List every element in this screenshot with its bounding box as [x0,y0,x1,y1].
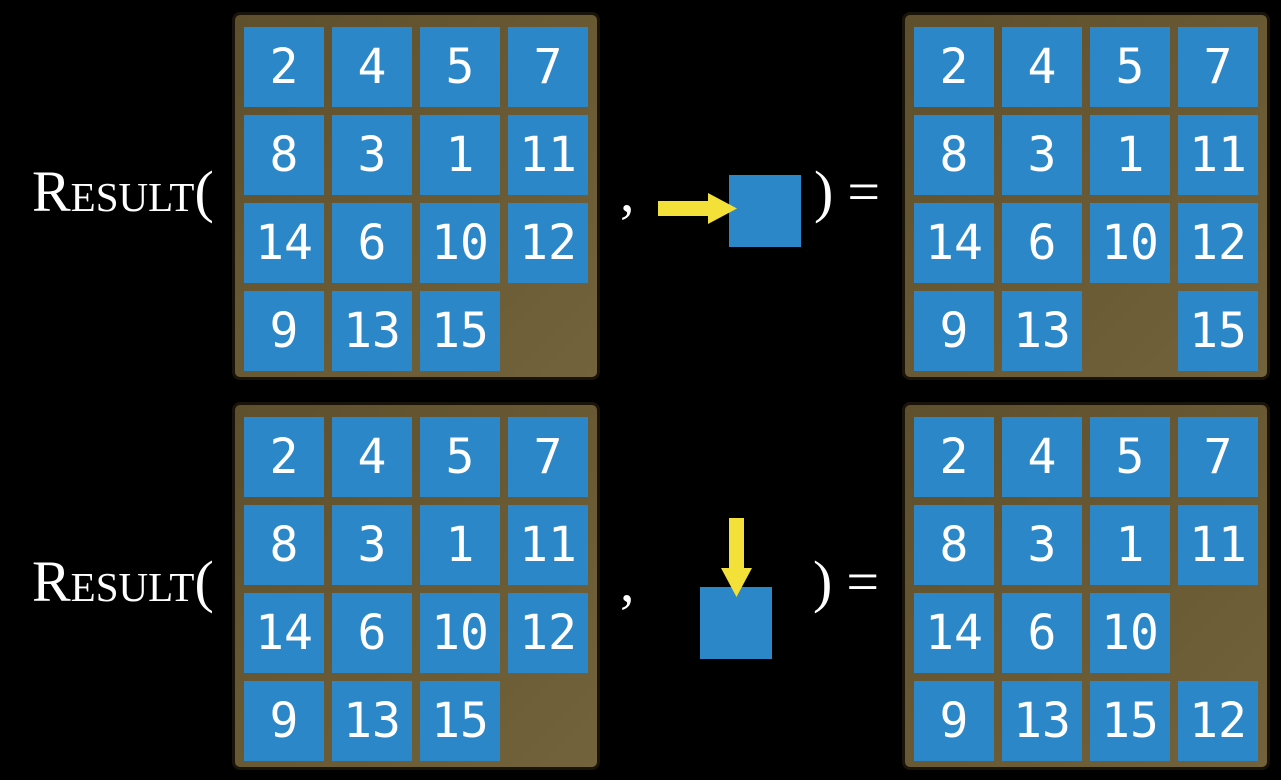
tile-11: 11 [1178,115,1258,195]
tile-11: 11 [508,115,588,195]
comma: , [620,549,635,614]
tile-9: 9 [914,681,994,761]
tile-3: 3 [332,115,412,195]
tile-5: 5 [1090,417,1170,497]
function-name: Result [32,549,195,614]
tile-8: 8 [914,115,994,195]
close-paren: ) [814,159,834,224]
tile-2: 2 [914,27,994,107]
tile-6: 6 [1002,593,1082,673]
close-paren-equals: )= [813,553,879,611]
tile-5: 5 [1090,27,1170,107]
tile-13: 13 [1002,291,1082,371]
tile-14: 14 [244,203,324,283]
tile-15: 15 [420,681,500,761]
tile-12: 12 [508,203,588,283]
tile-6: 6 [332,203,412,283]
tile-8: 8 [244,505,324,585]
tile-6: 6 [1002,203,1082,283]
blank-cell [1090,291,1170,371]
tile-15: 15 [1178,291,1258,371]
tile-8: 8 [914,505,994,585]
tile-14: 14 [244,593,324,673]
arrow-down-icon [721,518,752,597]
tile-12: 12 [1178,681,1258,761]
tile-9: 9 [244,291,324,371]
tile-12: 12 [508,593,588,673]
tile-10: 10 [420,593,500,673]
blank-cell [1178,593,1258,673]
function-label: Result( [32,163,214,221]
arrow-right-icon [658,193,737,224]
function-label: Result( [32,553,214,611]
tile-1: 1 [1090,505,1170,585]
tile-15: 15 [420,291,500,371]
tile-4: 4 [1002,27,1082,107]
tile-3: 3 [332,505,412,585]
close-paren: ) [813,549,833,614]
tile-2: 2 [244,27,324,107]
tile-2: 2 [244,417,324,497]
close-paren-equals: )= [814,163,880,221]
open-paren: ( [194,159,214,224]
tile-3: 3 [1002,505,1082,585]
tile-11: 11 [1178,505,1258,585]
tile-13: 13 [332,681,412,761]
tile-2: 2 [914,417,994,497]
tile-5: 5 [420,27,500,107]
tile-6: 6 [332,593,412,673]
tile-4: 4 [1002,417,1082,497]
tile-10: 10 [1090,593,1170,673]
equals-sign: = [846,549,880,614]
tile-4: 4 [332,27,412,107]
tile-3: 3 [1002,115,1082,195]
tile-14: 14 [914,593,994,673]
tile-1: 1 [1090,115,1170,195]
tile-1: 1 [420,115,500,195]
tile-15: 15 [1090,681,1170,761]
tile-5: 5 [420,417,500,497]
tile-4: 4 [332,417,412,497]
tile-12: 12 [1178,203,1258,283]
tile-7: 7 [508,417,588,497]
tile-10: 10 [420,203,500,283]
tile-9: 9 [914,291,994,371]
tile-7: 7 [1178,27,1258,107]
tile-13: 13 [332,291,412,371]
blank-cell [508,291,588,371]
tile-1: 1 [420,505,500,585]
comma: , [620,159,635,224]
tile-10: 10 [1090,203,1170,283]
blank-cell [508,681,588,761]
tile-7: 7 [1178,417,1258,497]
function-name: Result [32,159,195,224]
tile-9: 9 [244,681,324,761]
tile-11: 11 [508,505,588,585]
tile-8: 8 [244,115,324,195]
action-tile-square [700,587,772,659]
action-tile-square [729,175,801,247]
open-paren: ( [194,549,214,614]
tile-7: 7 [508,27,588,107]
equals-sign: = [847,159,881,224]
tile-13: 13 [1002,681,1082,761]
tile-14: 14 [914,203,994,283]
